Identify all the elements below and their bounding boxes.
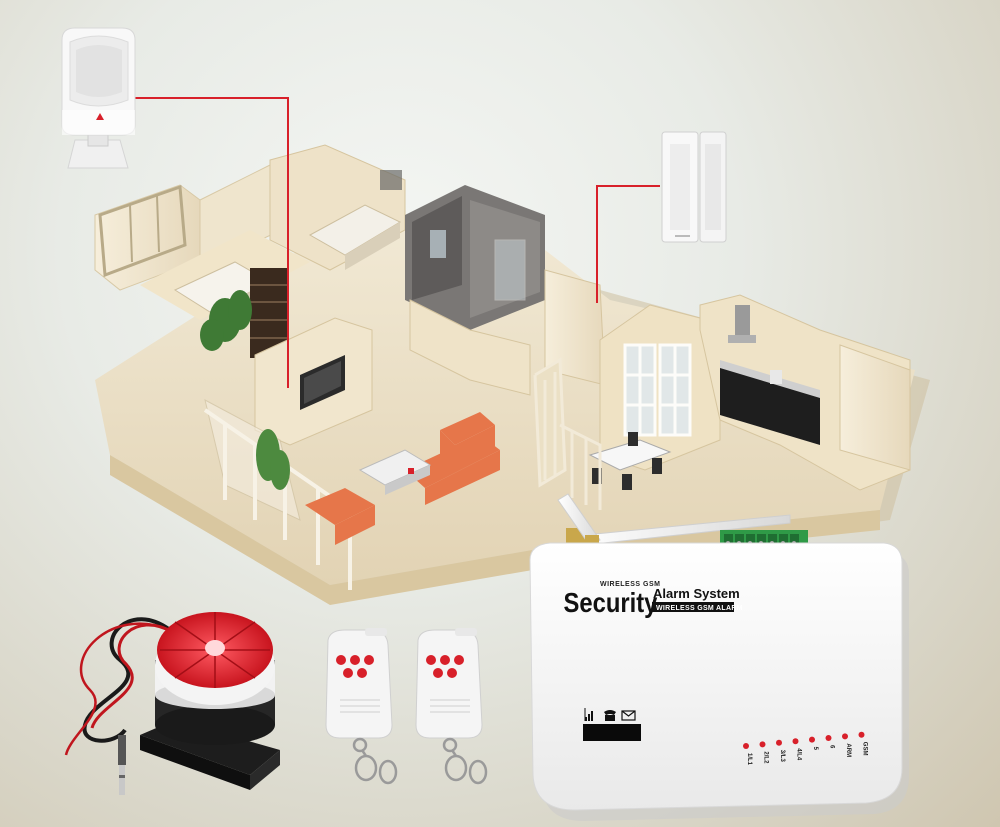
pir-motion-sensor [61, 27, 136, 169]
lcd-display [583, 724, 641, 741]
led-label: 6 [829, 745, 835, 749]
led-indicator [743, 743, 749, 749]
remote-control-1 [325, 628, 398, 785]
brand-side-text: Alarm System [653, 586, 740, 601]
brand-main-text: Security [564, 586, 658, 618]
remote-control-2 [415, 628, 488, 785]
led-indicator [759, 741, 766, 748]
led-label: ARM [845, 743, 851, 757]
led-indicator [792, 738, 799, 745]
led-indicator [809, 736, 815, 743]
led-label: GSM [862, 742, 868, 756]
led-indicator [825, 735, 832, 741]
status-icons [584, 708, 636, 721]
led-indicator-row: 1/L1 2/L2 3/L3 4/L4 5 6 ARM GSM [743, 731, 868, 766]
led-label: 2/L2 [763, 751, 769, 764]
brand-sub-text: WIRELESS GSM ALARM [656, 605, 743, 612]
envelope-icon [621, 710, 636, 721]
brand-logo: WIRELESS GSM Security Alarm System WIREL… [564, 581, 743, 618]
led-indicator [776, 739, 782, 746]
sensor-connector-lines [132, 97, 660, 388]
brand-small-text: WIRELESS GSM [600, 581, 660, 588]
signal-icon [584, 708, 593, 721]
led-indicator [842, 733, 848, 740]
led-indicator [858, 731, 865, 738]
siren-speaker [64, 612, 280, 795]
gsm-alarm-panel: WIRELESS GSM Security Alarm System WIREL… [529, 493, 909, 821]
led-label: 5 [812, 747, 818, 751]
house-cutaway-illustration [94, 144, 930, 605]
led-label: 1/L1 [746, 753, 752, 766]
led-indicator-icon [96, 113, 104, 120]
led-label: 3/L3 [779, 750, 785, 763]
phone-icon [604, 710, 616, 721]
door-magnetic-sensor [661, 131, 727, 243]
led-label: 4/L4 [796, 748, 802, 761]
